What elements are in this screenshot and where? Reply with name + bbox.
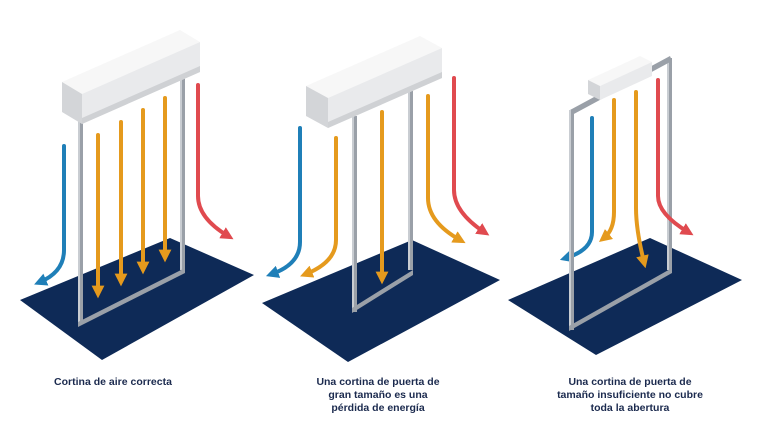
air-curtain-unit xyxy=(588,56,652,100)
panel-oversized xyxy=(262,36,500,362)
cold-air-arrow xyxy=(265,126,302,278)
caption-line: toda la abertura xyxy=(590,402,670,414)
door-frame-post-front xyxy=(78,112,83,322)
caption-line: Cortina de aire correcta xyxy=(54,376,172,388)
panel-correct xyxy=(20,30,254,360)
door-frame-post-back xyxy=(180,78,185,270)
curtain-airflow xyxy=(599,90,649,269)
air-curtain-unit xyxy=(306,36,442,128)
door-frame-post-back xyxy=(408,84,413,270)
caption-line: pérdida de energía xyxy=(331,402,425,414)
door-frame-post-front xyxy=(352,116,357,312)
door-frame-post-back xyxy=(667,58,672,270)
door-frame-rail xyxy=(78,268,185,327)
caption-line: Una cortina de puerta de xyxy=(568,376,692,388)
curtain-airflow xyxy=(300,94,466,285)
door-frame-post-front xyxy=(569,110,574,330)
air-curtain-unit xyxy=(62,30,200,124)
caption-correct: Cortina de aire correcta xyxy=(38,376,188,389)
floor-tile xyxy=(20,238,254,360)
warm-air-arrow xyxy=(196,83,234,240)
caption-oversized: Una cortina de puerta de gran tamaño es … xyxy=(296,376,460,415)
caption-line: gran tamaño es una xyxy=(328,389,428,401)
door-frame-rail xyxy=(569,268,672,331)
caption-line: Una cortina de puerta de xyxy=(316,376,440,388)
floor-tile xyxy=(262,240,500,362)
warm-air-arrow xyxy=(656,78,694,236)
panel-undersized xyxy=(508,56,742,355)
caption-undersized: Una cortina de puerta de tamaño insufici… xyxy=(540,376,720,415)
caption-line: tamaño insuficiente no cubre xyxy=(557,389,703,401)
curtain-airflow xyxy=(91,96,172,299)
warm-air-arrow xyxy=(452,76,490,236)
door-frame-rail xyxy=(352,270,413,313)
cold-air-arrow xyxy=(34,144,66,286)
